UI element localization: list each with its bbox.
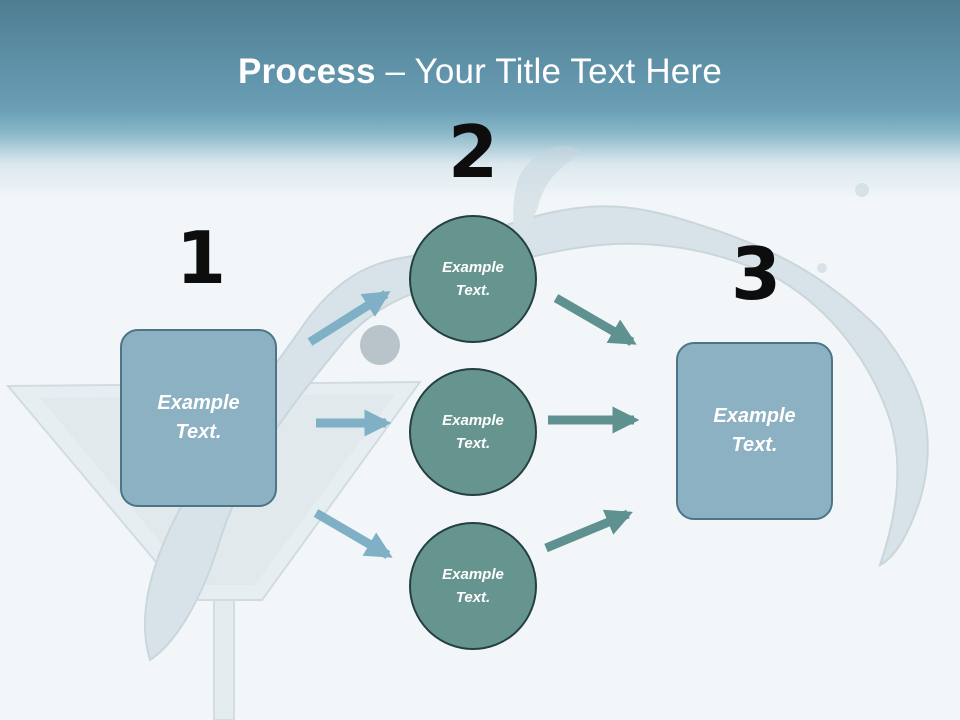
circle-bottom-text: Example Text. (442, 566, 504, 606)
arrow-left-down (313, 509, 393, 559)
arrow-right-down (553, 294, 637, 346)
step-number-2: 2 (448, 110, 499, 194)
step-3-box: Example Text. (676, 342, 833, 520)
title-banner (0, 0, 960, 200)
step-2-circle-top: Example Text. (409, 215, 537, 343)
step-2-circle-bottom: Example Text. (409, 522, 537, 650)
step-3-text: Example Text. (713, 405, 796, 456)
slide-title: Process – Your Title Text Here (0, 52, 960, 92)
circle-middle-text: Example Text. (442, 412, 504, 452)
step-2-circle-middle: Example Text. (409, 368, 537, 496)
step-1-text: Example Text. (157, 392, 240, 443)
arrow-right-up (544, 509, 633, 553)
arrow-left-up (307, 290, 391, 346)
circle-top-text: Example Text. (442, 259, 504, 299)
step-number-3: 3 (731, 232, 782, 316)
step-number-1: 1 (176, 216, 227, 300)
title-bold: Process (238, 52, 376, 91)
step-1-box: Example Text. (120, 329, 277, 507)
title-rest: – Your Title Text Here (375, 52, 722, 91)
